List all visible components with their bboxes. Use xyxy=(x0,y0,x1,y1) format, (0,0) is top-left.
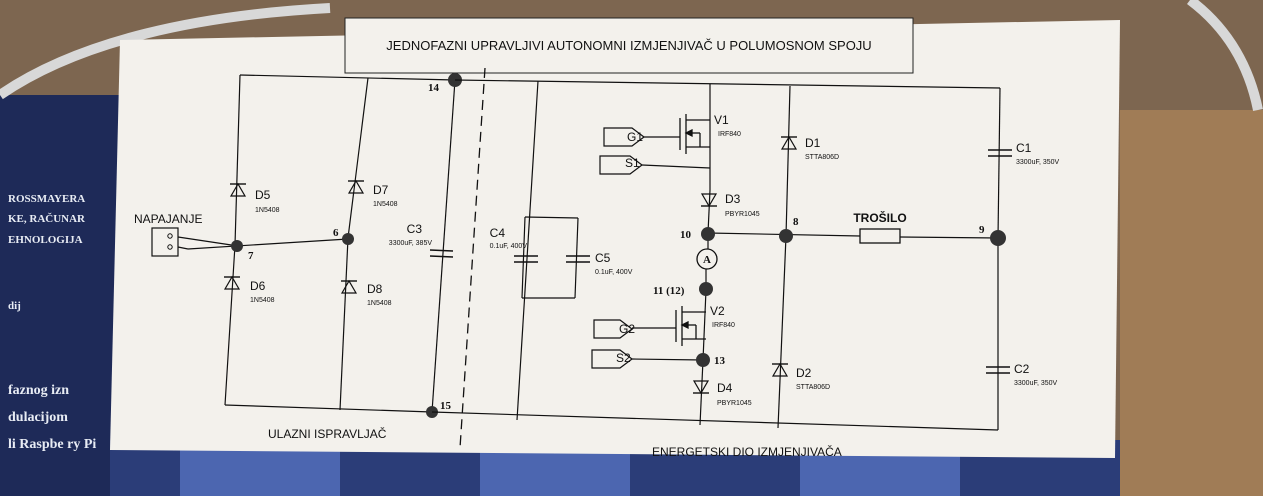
c5-label: C5 xyxy=(595,251,611,265)
v2-label: V2 xyxy=(710,304,725,318)
d7-value: 1N5408 xyxy=(373,201,398,208)
c1-value: 3300uF, 350V xyxy=(1016,159,1060,166)
d8-value: 1N5408 xyxy=(367,300,392,307)
d5-value: 1N5408 xyxy=(255,207,280,214)
load-resistor xyxy=(859,228,901,244)
node-14-label: 14 xyxy=(428,82,440,94)
gate-s1-connector xyxy=(599,155,643,175)
supply-terminal-2 xyxy=(167,244,173,250)
c4-value: 0.1uF, 400V xyxy=(490,243,528,250)
section-power-label: ENERGETSKI DIO IZMJENJIVAČA xyxy=(652,444,842,459)
v1-label: V1 xyxy=(714,113,729,127)
bg-text-line: faznog izn xyxy=(8,383,70,398)
d1-value: STTA806D xyxy=(805,154,839,161)
node-10-label: 10 xyxy=(680,229,692,241)
c3-value: 3300uF, 385V xyxy=(389,240,433,247)
wooden-panel xyxy=(1120,110,1263,496)
node-8 xyxy=(779,229,793,243)
title-box xyxy=(344,17,914,74)
background-sidebar-text: ROSSMAYERA KE, RAČUNAR EHNOLOGIJA dij fa… xyxy=(0,0,110,496)
cable-left xyxy=(0,3,331,100)
bg-text-line: ROSSMAYERA xyxy=(8,193,86,205)
s2-label: S2 xyxy=(616,351,631,365)
diagram-title: JEDNOFAZNI UPRAVLJIVI AUTONOMNI IZMJENJI… xyxy=(386,38,871,53)
bg-text-line: dulacijom xyxy=(8,410,68,425)
node-9-label: 9 xyxy=(979,224,985,236)
c4-label: C4 xyxy=(490,226,506,240)
d3-value: PBYR1045 xyxy=(725,211,760,218)
ammeter-label: A xyxy=(703,254,711,266)
v1-value: IRF840 xyxy=(718,131,741,138)
mosfet-v1 xyxy=(644,114,710,154)
s1-label: S1 xyxy=(625,156,640,170)
s2-wire xyxy=(631,358,704,361)
power-wiring xyxy=(431,79,1001,431)
v2-value: IRF840 xyxy=(712,322,735,329)
s1-wire xyxy=(641,164,711,169)
supply-label: NAPAJANJE xyxy=(134,212,202,226)
supply-connector xyxy=(151,227,179,257)
d2-value: STTA806D xyxy=(796,384,830,391)
node-9 xyxy=(990,230,1006,246)
blue-blob-right xyxy=(800,450,960,496)
d4-value: PBYR1045 xyxy=(717,400,752,407)
d2-label: D2 xyxy=(796,366,812,380)
blue-blob-middle xyxy=(480,450,630,496)
bg-text-line: dij xyxy=(8,300,21,312)
section-rectifier-label: ULAZNI ISPRAVLJAČ xyxy=(268,426,387,441)
gate-g2-connector xyxy=(593,319,633,339)
node-13 xyxy=(696,353,710,367)
c2-label: C2 xyxy=(1014,362,1030,376)
bg-text-line: EHNOLOGIJA xyxy=(8,234,83,246)
cable-right xyxy=(1186,0,1263,111)
gate-s2-connector xyxy=(591,349,633,369)
node-6-label: 6 xyxy=(333,227,339,239)
load-label: TROŠILO xyxy=(853,210,906,225)
bg-text-line: li Raspbe ry Pi xyxy=(8,437,97,452)
d4-label: D4 xyxy=(717,381,733,395)
poster-board xyxy=(0,95,130,496)
node-7-label: 7 xyxy=(248,250,254,262)
g1-label: G1 xyxy=(627,130,643,144)
gate-g1-connector xyxy=(603,127,645,147)
node-11 xyxy=(699,282,713,296)
d1-label: D1 xyxy=(805,136,821,150)
d3-label: D3 xyxy=(725,192,741,206)
d7-label: D7 xyxy=(373,183,389,197)
c5-value: 0.1uF, 400V xyxy=(595,269,633,276)
node-10 xyxy=(701,227,715,241)
g2-label: G2 xyxy=(619,322,635,336)
node-6 xyxy=(342,233,354,245)
node-11-label: 11 (12) xyxy=(653,285,685,297)
d6-label: D6 xyxy=(250,279,266,293)
c2-value: 3300uF, 350V xyxy=(1014,380,1058,387)
capacitor-c3 xyxy=(429,249,454,258)
node-15-label: 15 xyxy=(440,400,452,412)
node-7 xyxy=(231,240,243,252)
d5-label: D5 xyxy=(255,188,271,202)
d6-value: 1N5408 xyxy=(250,297,275,304)
node-13-label: 13 xyxy=(714,355,726,367)
mosfet-v2 xyxy=(632,306,706,346)
node-8-label: 8 xyxy=(793,216,799,228)
ammeter xyxy=(696,248,718,270)
d8-label: D8 xyxy=(367,282,383,296)
supply-terminal-1 xyxy=(167,233,173,239)
paper-sheet xyxy=(110,20,1120,458)
c3-label: C3 xyxy=(407,222,423,236)
c1-label: C1 xyxy=(1016,141,1032,155)
blue-blob-left xyxy=(180,450,340,496)
rectifier-wiring xyxy=(177,74,456,413)
bg-text-line: KE, RAČUNAR xyxy=(8,213,85,225)
